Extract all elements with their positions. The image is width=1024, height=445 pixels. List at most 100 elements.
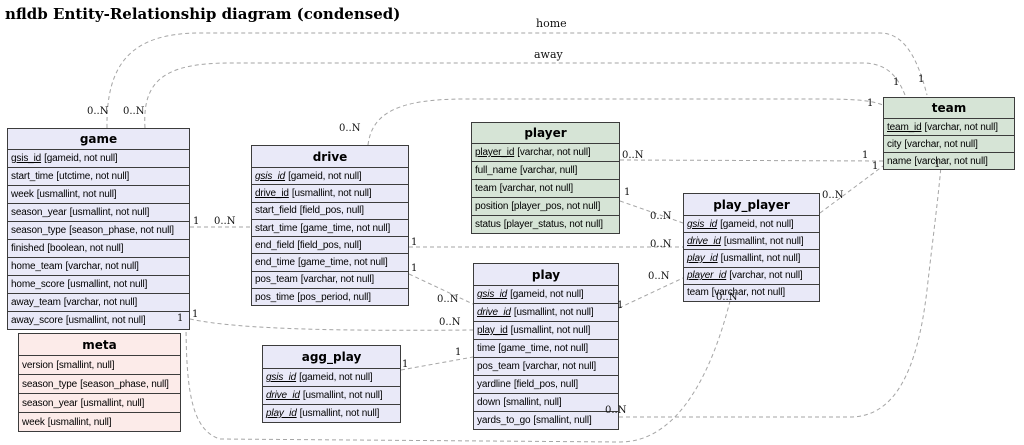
cardinality-game-team-from_card: 0..N bbox=[123, 106, 145, 117]
cardinality-drive-play-from_card: 1 bbox=[411, 263, 418, 274]
field-name: name bbox=[887, 155, 912, 167]
field-row-meta-version: version[smallint, null] bbox=[19, 356, 180, 375]
field-row-play-yards_to_go: yards_to_go[smallint, null] bbox=[474, 412, 618, 429]
field-row-play-drive_id: drive_id[usmallint, not null] bbox=[474, 304, 618, 322]
field-type: [usmallint, not null] bbox=[65, 315, 146, 326]
field-name: player_id bbox=[475, 147, 515, 158]
field-type: [game_time, not null] bbox=[297, 257, 388, 269]
field-row-drive-start_time: start_time[game_time, not null] bbox=[252, 220, 408, 238]
field-row-play_player-gsis_id: gsis_id[gameid, not null] bbox=[684, 216, 819, 234]
edge-game-team-away bbox=[144, 62, 906, 129]
field-name: end_field bbox=[255, 239, 295, 251]
field-type: [season_phase, null] bbox=[80, 378, 169, 390]
field-name: away_score bbox=[11, 315, 63, 326]
field-name: finished bbox=[11, 243, 45, 254]
field-row-drive-pos_time: pos_time[pos_period, null] bbox=[252, 289, 408, 305]
field-type: [varchar, not null] bbox=[711, 287, 785, 299]
field-name: gsis_id bbox=[255, 170, 286, 182]
edge-drive-team bbox=[367, 98, 884, 146]
field-type: [usmallint, not null] bbox=[720, 252, 801, 264]
field-name: team bbox=[687, 287, 709, 299]
field-row-meta-season_year: season_year[usmallint, null] bbox=[19, 394, 180, 413]
field-name: yardline bbox=[477, 379, 511, 390]
field-name: team bbox=[475, 183, 497, 194]
edge-play_player-team bbox=[819, 165, 884, 214]
cardinality-play_player-team-from_card: 0..N bbox=[822, 190, 844, 201]
field-row-meta-season_type: season_type[season_phase, null] bbox=[19, 375, 180, 394]
field-row-drive-drive_id: drive_id[usmallint, not null] bbox=[252, 185, 408, 203]
cardinality-game-play-to_card: 0..N bbox=[439, 317, 461, 328]
cardinality-drive-team-from_card: 0..N bbox=[339, 123, 361, 134]
field-name: player_id bbox=[687, 270, 727, 282]
cardinality-play_player-team-to_card: 1 bbox=[872, 161, 879, 172]
field-row-game-away_team: away_team[varchar, not null] bbox=[8, 294, 189, 312]
field-row-play-pos_team: pos_team[varchar, not null] bbox=[474, 358, 618, 376]
field-type: [usmallint, not null] bbox=[291, 187, 372, 199]
field-type: [game_time, not null] bbox=[498, 343, 588, 354]
field-type: [varchar, not null] bbox=[517, 147, 591, 158]
field-name: week bbox=[11, 189, 34, 200]
field-type: [boolean, not null] bbox=[47, 243, 124, 254]
cardinality-drive-play_player-to_card: 0..N bbox=[650, 239, 672, 250]
cardinality-drive-play_player-from_card: 1 bbox=[411, 237, 418, 248]
edge-drive-play bbox=[408, 273, 474, 305]
field-row-game-start_time: start_time[utctime, not null] bbox=[8, 168, 189, 186]
field-row-game-home_score: home_score[usmallint, not null] bbox=[8, 276, 189, 294]
field-row-meta-week: week[usmallint, null] bbox=[19, 413, 180, 431]
field-name: status bbox=[475, 219, 501, 230]
field-type: [field_pos, null] bbox=[299, 205, 364, 217]
edge-agg_play-play bbox=[400, 356, 474, 371]
edge-player-team bbox=[619, 159, 884, 162]
field-type: [field_pos, null] bbox=[297, 239, 362, 251]
field-type: [varchar, not null] bbox=[729, 270, 803, 282]
field-row-drive-gsis_id: gsis_id[gameid, not null] bbox=[252, 168, 408, 186]
cardinality-game-drive-from_card: 1 bbox=[193, 216, 200, 227]
field-name: start_field bbox=[255, 205, 297, 217]
field-name: week bbox=[22, 416, 45, 428]
cardinality-agg_play-play-from_card: 1 bbox=[402, 359, 409, 370]
field-name: yards_to_go bbox=[477, 415, 531, 426]
field-name: home_team bbox=[11, 261, 63, 272]
edge-game-play bbox=[189, 318, 474, 331]
field-row-agg_play-drive_id: drive_id[usmallint, not null] bbox=[263, 387, 400, 405]
field-type: [smallint, null] bbox=[533, 415, 592, 426]
field-row-agg_play-gsis_id: gsis_id[gameid, not null] bbox=[263, 369, 400, 387]
field-row-play-time: time[game_time, not null] bbox=[474, 340, 618, 358]
field-name: gsis_id bbox=[477, 289, 508, 300]
field-row-game-season_type: season_type[season_phase, not null] bbox=[8, 222, 189, 240]
entity-player-title: player bbox=[472, 123, 619, 144]
edge-game-team-home bbox=[106, 32, 928, 129]
field-row-player-full_name: full_name[varchar, null] bbox=[472, 162, 619, 180]
field-type: [player_pos, not null] bbox=[511, 201, 601, 212]
field-type: [varchar, not null] bbox=[904, 138, 978, 150]
field-row-play-gsis_id: gsis_id[gameid, not null] bbox=[474, 286, 618, 304]
field-row-player-player_id: player_id[varchar, not null] bbox=[472, 144, 619, 162]
field-type: [usmallint, not null] bbox=[723, 235, 804, 247]
field-name: gsis_id bbox=[266, 372, 297, 383]
field-row-game-finished: finished[boolean, not null] bbox=[8, 240, 189, 258]
field-type: [varchar, not null] bbox=[300, 274, 375, 286]
field-row-team-name: name[varchar, not null] bbox=[884, 153, 1014, 169]
field-type: [smallint, null] bbox=[503, 397, 562, 408]
cardinality-drive-team-to_card: 1 bbox=[867, 98, 874, 109]
field-row-play-yardline: yardline[field_pos, null] bbox=[474, 376, 618, 394]
field-row-drive-start_field: start_field[field_pos, null] bbox=[252, 203, 408, 220]
field-row-player-status: status[player_status, not null] bbox=[472, 216, 619, 233]
field-name: season_year bbox=[11, 207, 67, 218]
cardinality-game-team-to_card: 1 bbox=[893, 77, 900, 88]
field-name: version bbox=[22, 359, 54, 371]
field-name: drive_id bbox=[477, 307, 511, 318]
field-name: team_id bbox=[887, 121, 922, 133]
relationship-label-home: home bbox=[536, 17, 567, 30]
field-name: start_time bbox=[11, 171, 54, 182]
field-type: [pos_period, null] bbox=[297, 291, 371, 303]
field-type: [usmallint, not null] bbox=[299, 408, 380, 419]
